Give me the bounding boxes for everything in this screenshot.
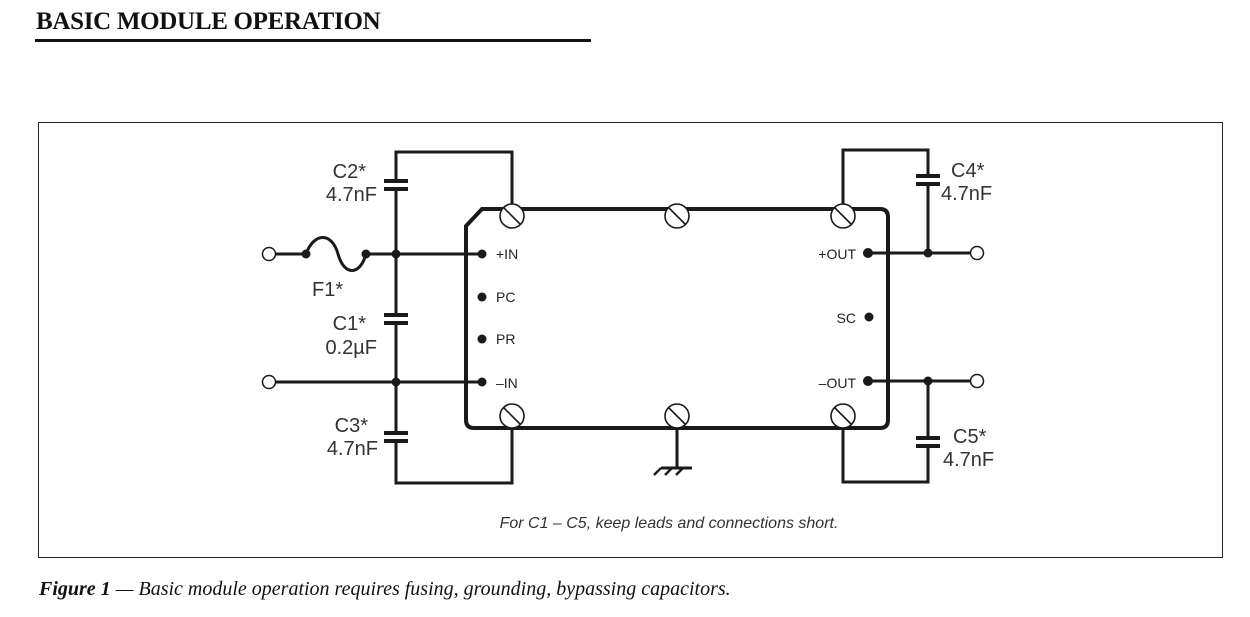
pin-dot-plus-in (477, 249, 487, 259)
pin-dot-plus-out (863, 248, 873, 258)
capacitor-c4-symbol (916, 174, 940, 186)
module-body (464, 207, 890, 430)
section-heading: BASIC MODULE OPERATION (36, 8, 381, 35)
capacitor-c2-symbol (384, 179, 408, 191)
f1-ref-label: F1* (312, 279, 343, 301)
fuse-f1 (304, 236, 368, 272)
pin-label-pc: PC (496, 289, 515, 305)
wire-c5-bottom (841, 428, 930, 484)
capacitor-c3-symbol (384, 431, 408, 443)
c3-ref-label: C3* (335, 415, 369, 437)
mounting-screw-icon (830, 403, 856, 429)
output-terminal-plus (969, 245, 985, 261)
c3-value-label: 4.7nF (327, 438, 378, 460)
pin-dot-sc (864, 312, 874, 322)
c2-value-label: 4.7nF (326, 184, 377, 206)
c1-value-label: 0.2µF (325, 337, 377, 359)
mounting-screw-icon (499, 403, 525, 429)
mounting-screw-icon (830, 203, 856, 229)
junction-dot (391, 377, 401, 387)
c4-ref-label: C4* (951, 160, 985, 182)
pin-dot-pr (477, 334, 487, 344)
mounting-screw-icon (664, 403, 690, 429)
pin-label-sc: SC (837, 310, 856, 326)
wire-c4-top (841, 148, 930, 209)
input-terminal-plus (261, 246, 277, 262)
mounting-screw-icon (499, 203, 525, 229)
c5-value-label: 4.7nF (943, 449, 994, 471)
figure-caption-text: — Basic module operation requires fusing… (110, 578, 731, 600)
junction-dot (923, 376, 933, 386)
junction-dot (923, 248, 933, 258)
pin-dot-minus-out (863, 376, 873, 386)
pin-dot-minus-in (477, 377, 487, 387)
figure-frame (38, 122, 1223, 558)
c1-ref-label: C1* (333, 313, 367, 335)
input-terminal-minus (261, 374, 277, 390)
pin-label-plus-out: +OUT (818, 246, 856, 262)
figure-caption: Figure 1 — Basic module operation requir… (39, 578, 731, 601)
heading-underline (35, 39, 591, 42)
c4-value-label: 4.7nF (941, 183, 992, 205)
junction-dot (301, 249, 311, 259)
junction-dot (391, 249, 401, 259)
wire-c3-bottom (394, 428, 514, 485)
capacitor-c5-symbol (916, 436, 940, 448)
pin-label-minus-in: –IN (496, 375, 518, 391)
pin-label-minus-out: –OUT (819, 375, 857, 391)
capacitor-c1-symbol (384, 313, 408, 325)
junction-dot (361, 249, 371, 259)
pin-label-plus-in: +IN (496, 246, 518, 262)
c2-ref-label: C2* (333, 161, 367, 183)
diagram-note: For C1 – C5, keep leads and connections … (500, 515, 839, 532)
output-terminal-minus (969, 373, 985, 389)
wire-c2-top (394, 150, 514, 209)
mounting-screw-icon (664, 203, 690, 229)
figure-caption-label: Figure 1 (39, 578, 111, 600)
pin-dot-pc (477, 292, 487, 302)
c5-ref-label: C5* (953, 426, 987, 448)
pin-label-pr: PR (496, 331, 515, 347)
